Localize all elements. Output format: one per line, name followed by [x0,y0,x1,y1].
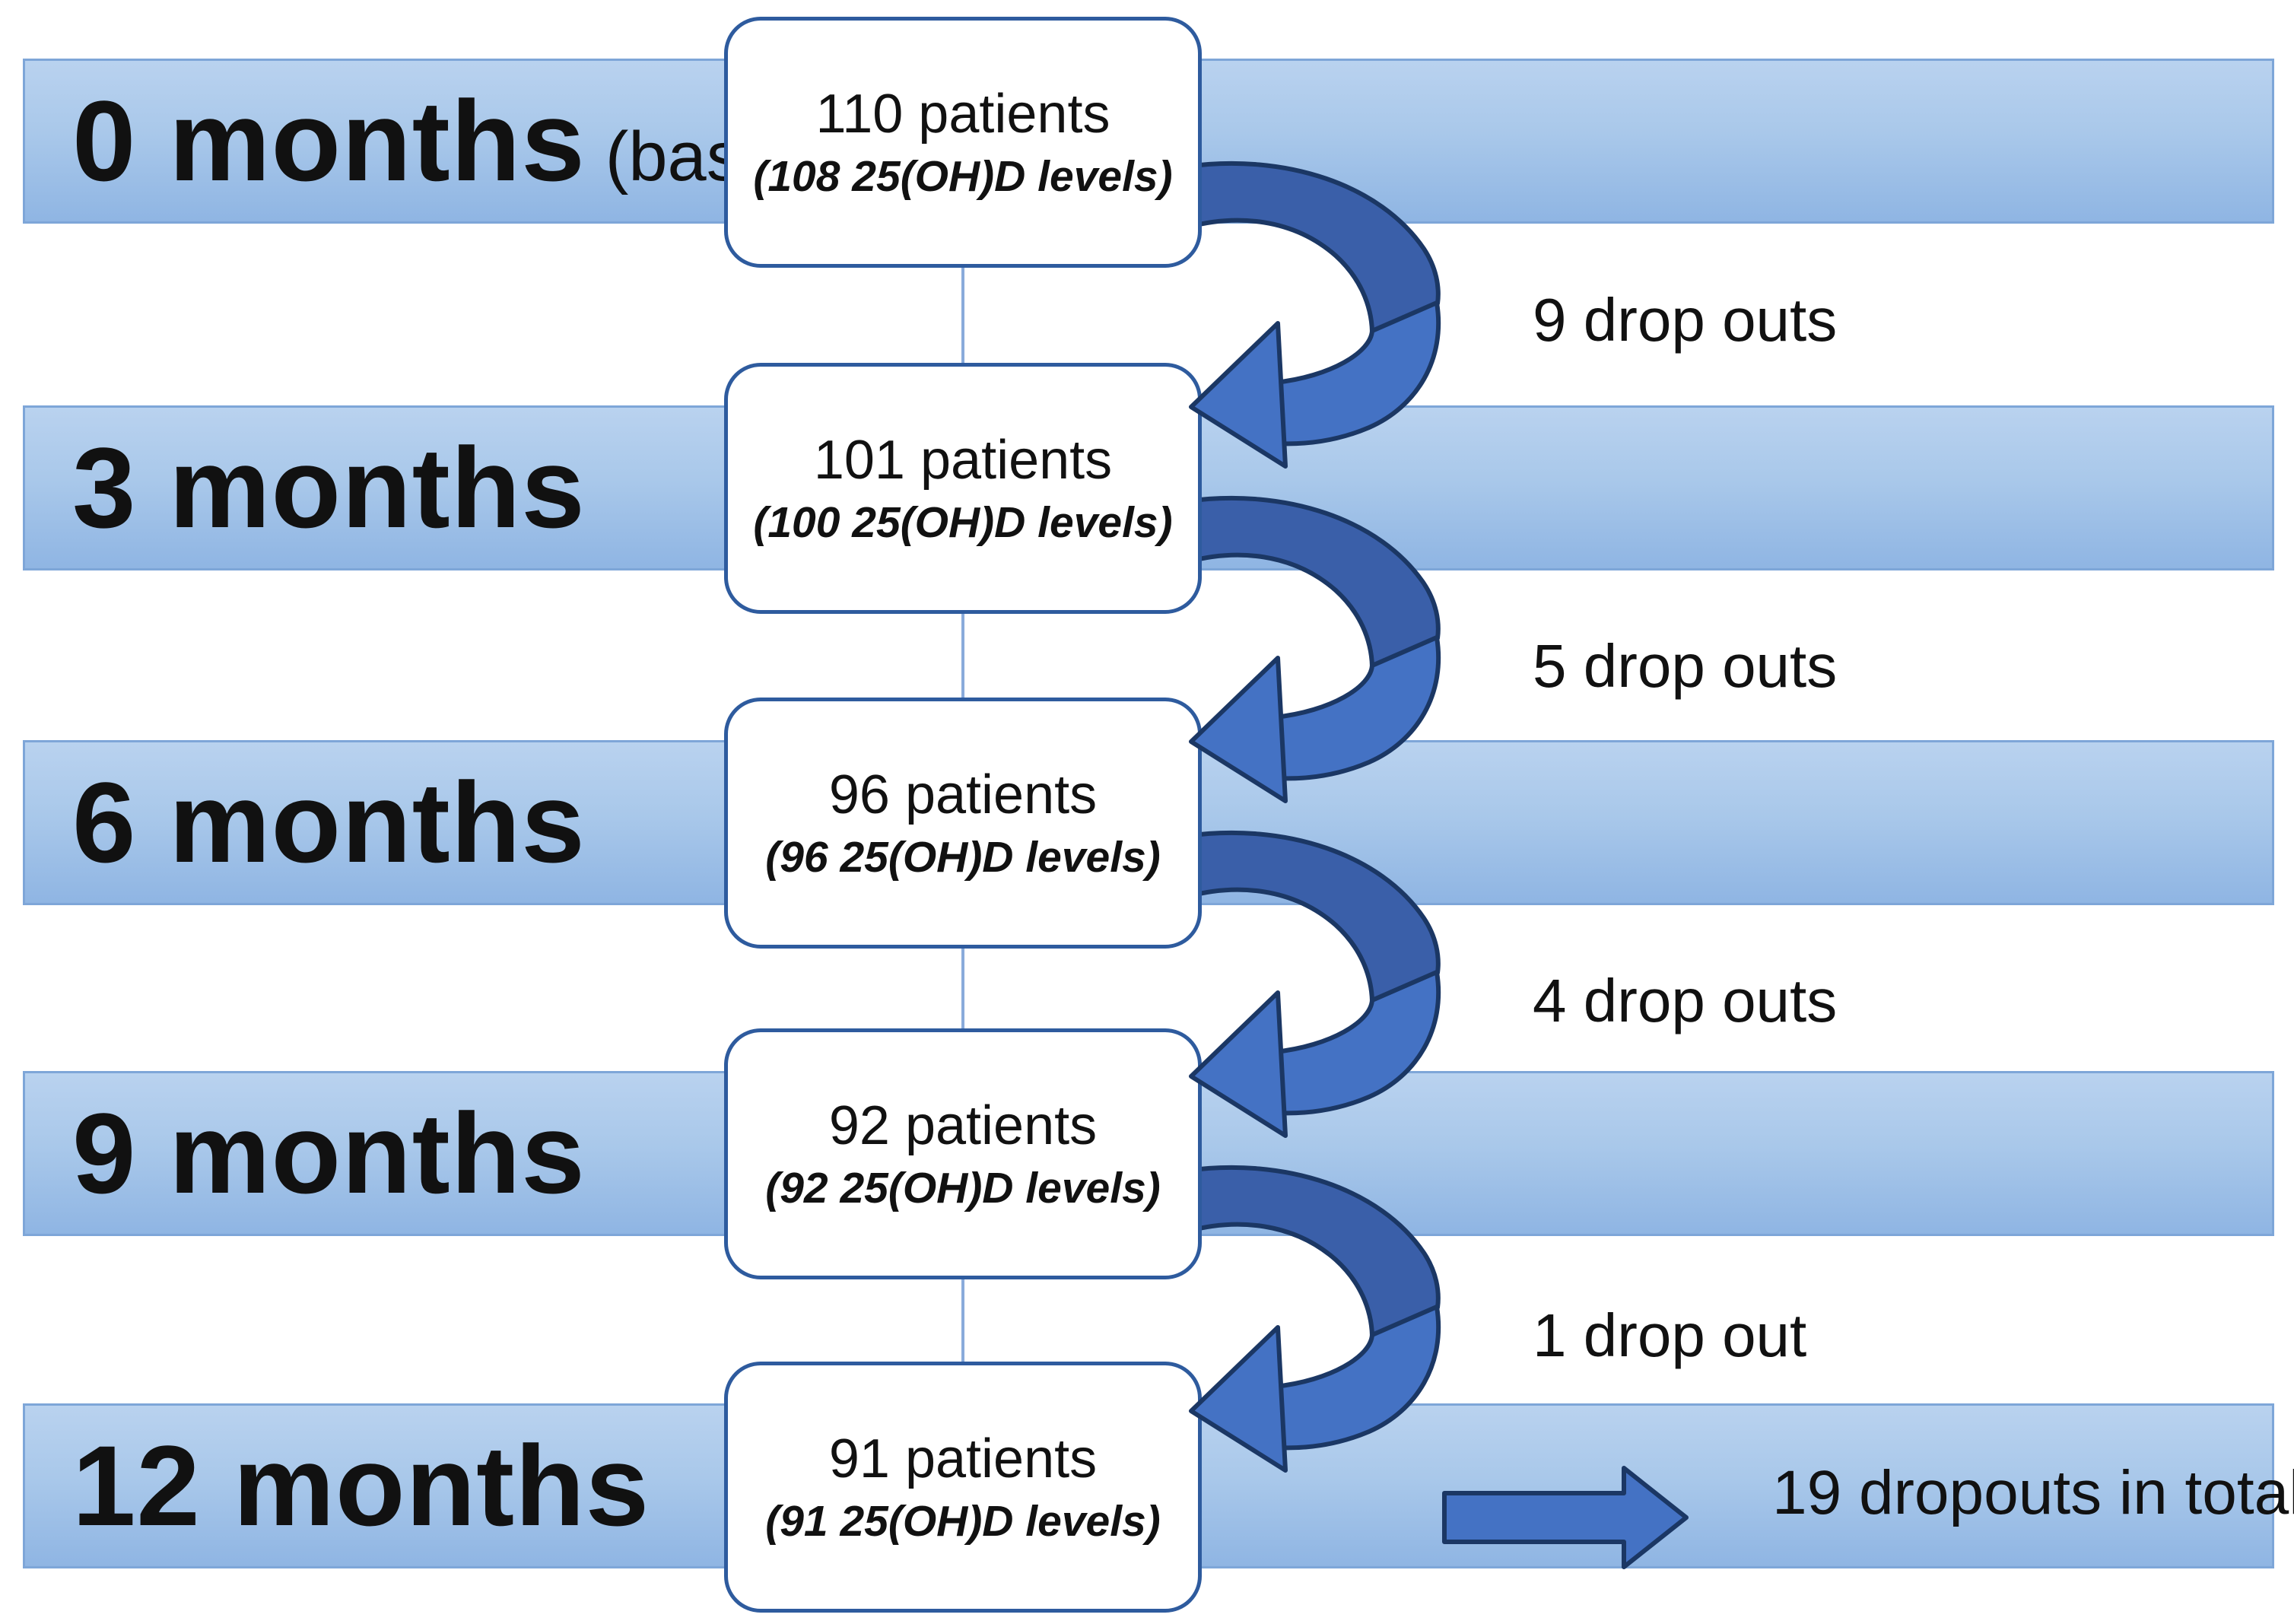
time-label: 12 months [72,1422,650,1549]
band-label: 6 months [25,757,586,888]
connector-line [961,614,964,698]
patient-count-box-6-months: 96 patients (96 25(OH)D levels) [724,698,1202,949]
connector-line [961,268,964,363]
arrow-head [1189,321,1288,469]
band-label: 9 months [25,1088,586,1219]
band-label: 12 months [25,1420,650,1552]
dropout-curved-arrow-icon [1184,825,1449,1139]
dropout-count-label: 9 drop outs [1533,286,1838,354]
arrow-ribbon-dark [1184,1165,1441,1338]
levels-count: (91 25(OH)D levels) [765,1496,1161,1546]
levels-count: (92 25(OH)D levels) [765,1163,1161,1212]
connector-line [961,1279,964,1362]
patient-count: 101 patients [813,429,1113,491]
band-label: 3 months [25,422,586,554]
arrow-head [1189,990,1288,1138]
levels-count: (108 25(OH)D levels) [753,151,1173,201]
dropout-curved-arrow-icon [1184,1160,1449,1473]
dropout-count-label: 4 drop outs [1533,967,1838,1034]
levels-count: (100 25(OH)D levels) [753,497,1173,547]
levels-count: (96 25(OH)D levels) [765,832,1161,882]
time-label: 6 months [72,758,586,886]
patient-count-box-0-months: 110 patients (108 25(OH)D levels) [724,17,1202,268]
arrow-ribbon-light [1273,970,1441,1116]
patient-count-box-12-months: 91 patients (91 25(OH)D levels) [724,1362,1202,1613]
curved-arrow-svg [1184,830,1441,1138]
total-dropouts-arrow-icon [1441,1460,1692,1575]
arrow-ribbon-dark [1184,830,1441,1003]
arrow-head [1189,656,1288,803]
arrow-ribbon-dark [1184,495,1441,669]
dropout-curved-arrow-icon [1184,491,1449,804]
time-label: 0 months [72,77,586,205]
arrow-ribbon-dark [1184,160,1441,334]
time-label: 3 months [72,424,586,551]
curved-arrow-svg [1184,160,1441,469]
patient-count: 92 patients [828,1095,1098,1156]
right-arrow-svg [1442,1466,1689,1569]
patient-count: 96 patients [828,764,1098,825]
patient-count: 91 patients [828,1428,1098,1489]
dropout-curved-arrow-icon [1184,156,1449,469]
patient-count-box-3-months: 101 patients (100 25(OH)D levels) [724,363,1202,614]
curved-arrow-svg [1184,1165,1441,1473]
arrow-ribbon-light [1273,635,1441,781]
arrow-head [1189,1325,1288,1473]
patient-count-box-9-months: 92 patients (92 25(OH)D levels) [724,1028,1202,1279]
dropout-count-label: 1 drop out [1533,1301,1807,1369]
patient-count: 110 patients [815,83,1110,145]
time-label: 9 months [72,1089,586,1217]
right-arrow-shape [1442,1466,1689,1569]
arrow-ribbon-light [1273,300,1441,447]
curved-arrow-svg [1184,495,1441,803]
arrow-ribbon-light [1273,1305,1441,1451]
connector-line [961,949,964,1028]
total-dropouts-label: 19 dropouts in total [1772,1458,2294,1527]
dropout-count-label: 5 drop outs [1533,632,1838,700]
